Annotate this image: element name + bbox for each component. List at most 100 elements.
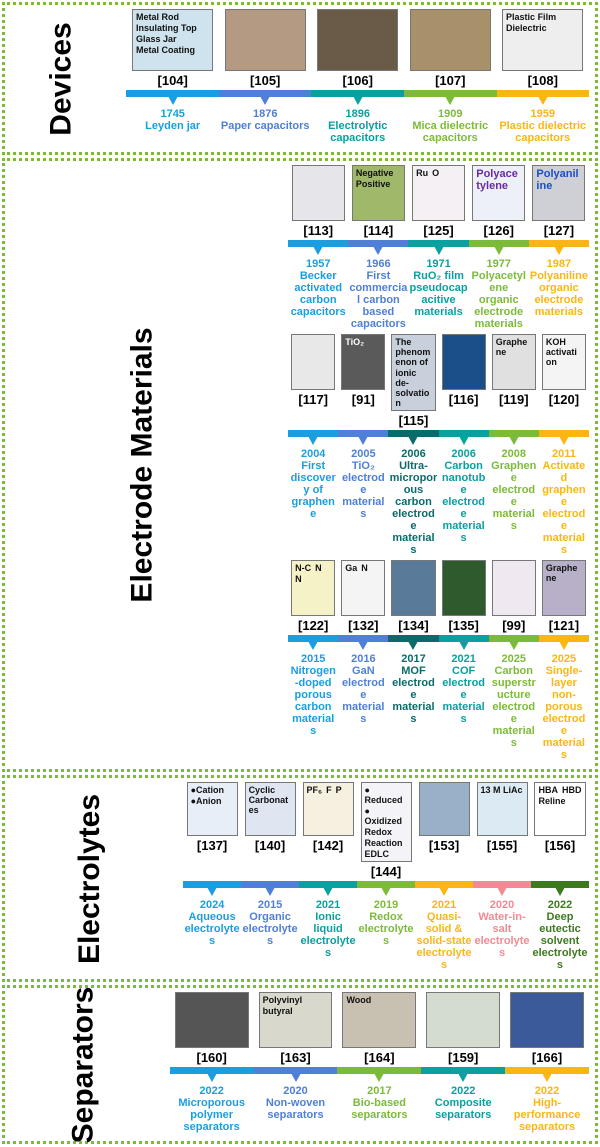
bar-segment [348, 240, 409, 255]
image-annotation: EDLC [364, 849, 390, 859]
bar-segment [337, 1067, 422, 1082]
entry-year: 2022 [547, 899, 573, 911]
bar-segment [528, 240, 589, 255]
bar-segment [421, 1067, 506, 1082]
reference-number: [108] [527, 73, 558, 88]
timeline-entry: [107] [404, 9, 497, 88]
pointer-marker [558, 436, 569, 445]
image-annotation: Metal Rod [135, 12, 179, 22]
reference-number: [155] [486, 838, 518, 853]
pointer-marker [508, 641, 519, 650]
entry-year: 2021 [315, 899, 341, 911]
reference-number: [125] [423, 223, 454, 238]
entry-label: Microporous polymer separators [178, 1097, 245, 1133]
entry-label: Non-woven separators [265, 1097, 326, 1121]
pointer-marker [290, 1073, 301, 1082]
image-annotation: butyral [262, 1006, 293, 1016]
timeline-entry: [134] [388, 560, 438, 633]
bar-segment [357, 881, 416, 896]
reference-number: [107] [435, 73, 466, 88]
entry-year: 2004 [300, 448, 326, 460]
bar-segment [538, 430, 589, 445]
pointer-marker [313, 246, 324, 255]
image-annotation: Reline [538, 796, 566, 806]
entry-label: Aqueous electrolytes [184, 911, 240, 947]
entry-label: Composite separators [434, 1097, 492, 1121]
pointer-marker [358, 641, 369, 650]
timeline-bar [288, 635, 589, 650]
reference-number: [114] [363, 223, 394, 238]
entry-image: Polyacetylene [472, 165, 526, 221]
reference-number: [163] [280, 1050, 311, 1065]
bar-segment [388, 635, 439, 650]
image-annotation: ●Cation [190, 785, 225, 795]
entry-label: Organic electrolytes [242, 911, 298, 947]
bar-segment [403, 90, 497, 105]
bar-segment [338, 635, 389, 650]
timeline-entry: Graphene[121] [539, 560, 589, 633]
section-title: Electrolytes [5, 778, 175, 979]
bar-segment [126, 90, 219, 105]
entry-label: High-performance separators [513, 1097, 581, 1133]
bar-segment [438, 430, 489, 445]
reference-number: [135] [448, 618, 479, 633]
timeline-entry: Graphene[119] [489, 334, 539, 428]
entry-image [441, 560, 486, 616]
bar-segment [288, 430, 339, 445]
reference-number: [122] [298, 618, 329, 633]
image-annotation: Reaction [364, 838, 403, 848]
entry-year: 2019 [373, 899, 399, 911]
pointer-marker [408, 641, 419, 650]
timeline-bar [169, 1067, 589, 1082]
entry-image [510, 992, 584, 1048]
image-annotation: Polyaniline [536, 168, 579, 192]
pointer-marker [554, 887, 565, 896]
entry-image: Graphene [541, 560, 586, 616]
pointer-marker [206, 1073, 217, 1082]
image-annotation: ionic de-solvation [395, 368, 430, 408]
bar-segment [505, 1067, 589, 1082]
entry-year: 2020 [489, 899, 515, 911]
entry-year: 2011 [551, 448, 576, 460]
timeline-entry: 13 M LiAc[155] [473, 782, 531, 879]
bar-segment [253, 1067, 338, 1082]
timeline-entry: ●Cation●Anion[137] [183, 782, 241, 879]
entry-image [291, 165, 345, 221]
image-annotation: TiO₂ [345, 337, 365, 347]
reference-number: [164] [364, 1050, 395, 1065]
timeline-entry: Polyaniline[127] [529, 165, 589, 238]
image-annotation: N [361, 563, 368, 573]
pointer-marker [508, 436, 519, 445]
bar-segment [288, 635, 339, 650]
reference-number: [120] [548, 392, 580, 407]
entry-year: 2020 [283, 1085, 308, 1097]
timeline-bar [288, 430, 589, 445]
timeline-bar [288, 240, 589, 255]
reference-number: [144] [370, 864, 402, 879]
bar-segment [415, 881, 474, 896]
reference-number: [166] [531, 1050, 563, 1065]
pointer-marker [493, 246, 504, 255]
entry-year: 1896 [345, 108, 370, 120]
image-annotation: Cyclic Carbonates [248, 785, 289, 815]
